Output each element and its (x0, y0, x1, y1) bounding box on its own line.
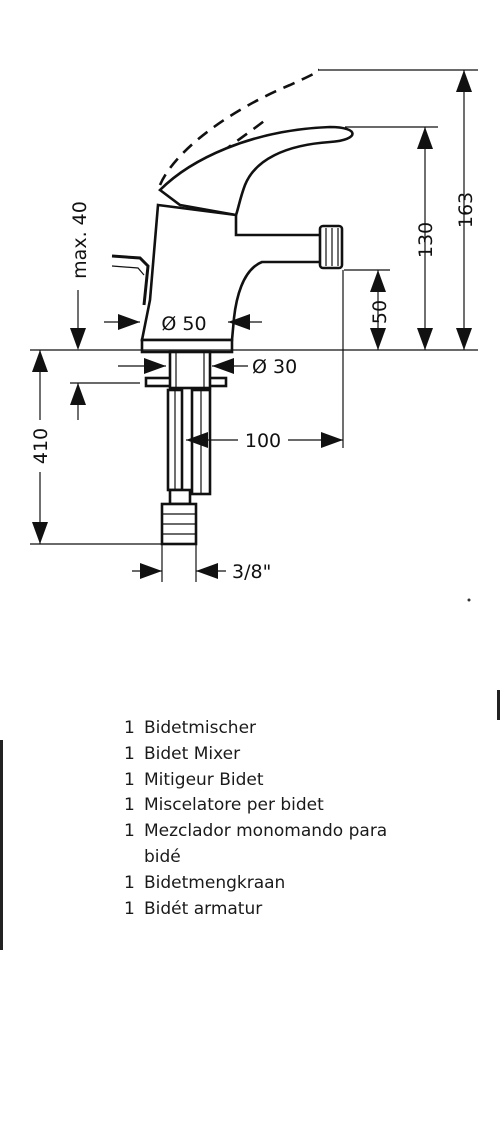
dim-410: 410 (30, 428, 52, 464)
dim-100: 100 (245, 430, 281, 452)
list-item: 1 Bidet Mixer (124, 742, 394, 768)
item-name: Mezclador monomando para bidé (144, 821, 388, 867)
list-item: 1 Bidét armatur (124, 897, 394, 923)
scan-edge-right (497, 690, 500, 720)
dim-diameter-50: Ø 50 (161, 313, 206, 335)
dim-163: 163 (455, 192, 477, 228)
lever-handle (158, 125, 354, 217)
list-item: 1 Miscelatore per bidet (124, 793, 394, 819)
item-name: Miscelatore per bidet (144, 795, 324, 816)
list-item: 1 Bidetmengkraan (124, 871, 394, 897)
dim-50: 50 (369, 300, 391, 324)
item-quantity: 1 (124, 795, 135, 816)
item-quantity: 1 (124, 898, 135, 919)
item-quantity: 1 (124, 821, 135, 842)
dim-130: 130 (415, 222, 437, 258)
item-name: Bidetmengkraan (144, 872, 286, 893)
item-quantity: 1 (124, 872, 135, 893)
dim-diameter-30: Ø 30 (252, 356, 297, 378)
speck (467, 598, 471, 602)
item-quantity: 1 (124, 743, 135, 764)
threaded-shank (168, 350, 212, 390)
list-item: 1 Mezclador monomando para bidé (124, 819, 394, 871)
item-name: Mitigeur Bidet (144, 769, 264, 790)
lever-raised-outline (158, 68, 321, 186)
scan-edge-left (0, 740, 3, 950)
list-item: 1 Bidetmischer (124, 716, 394, 742)
spout-aerator (318, 224, 344, 270)
product-description-list: 1 Bidetmischer 1 Bidet Mixer 1 Mitigeur … (124, 716, 394, 922)
technical-drawing: 163 130 50 max. 40 Ø 50 Ø 30 410 100 (28, 68, 478, 602)
item-name: Bidét armatur (144, 898, 263, 919)
item-name: Bidet Mixer (144, 743, 241, 764)
item-name: Bidetmischer (144, 718, 257, 738)
item-quantity: 1 (124, 718, 135, 738)
dim-max-40: max. 40 (69, 201, 91, 279)
dim-thread-3-8: 3/8" (232, 561, 271, 583)
popup-rod (111, 254, 150, 306)
item-quantity: 1 (124, 769, 135, 790)
list-item: 1 Mitigeur Bidet (124, 768, 394, 794)
